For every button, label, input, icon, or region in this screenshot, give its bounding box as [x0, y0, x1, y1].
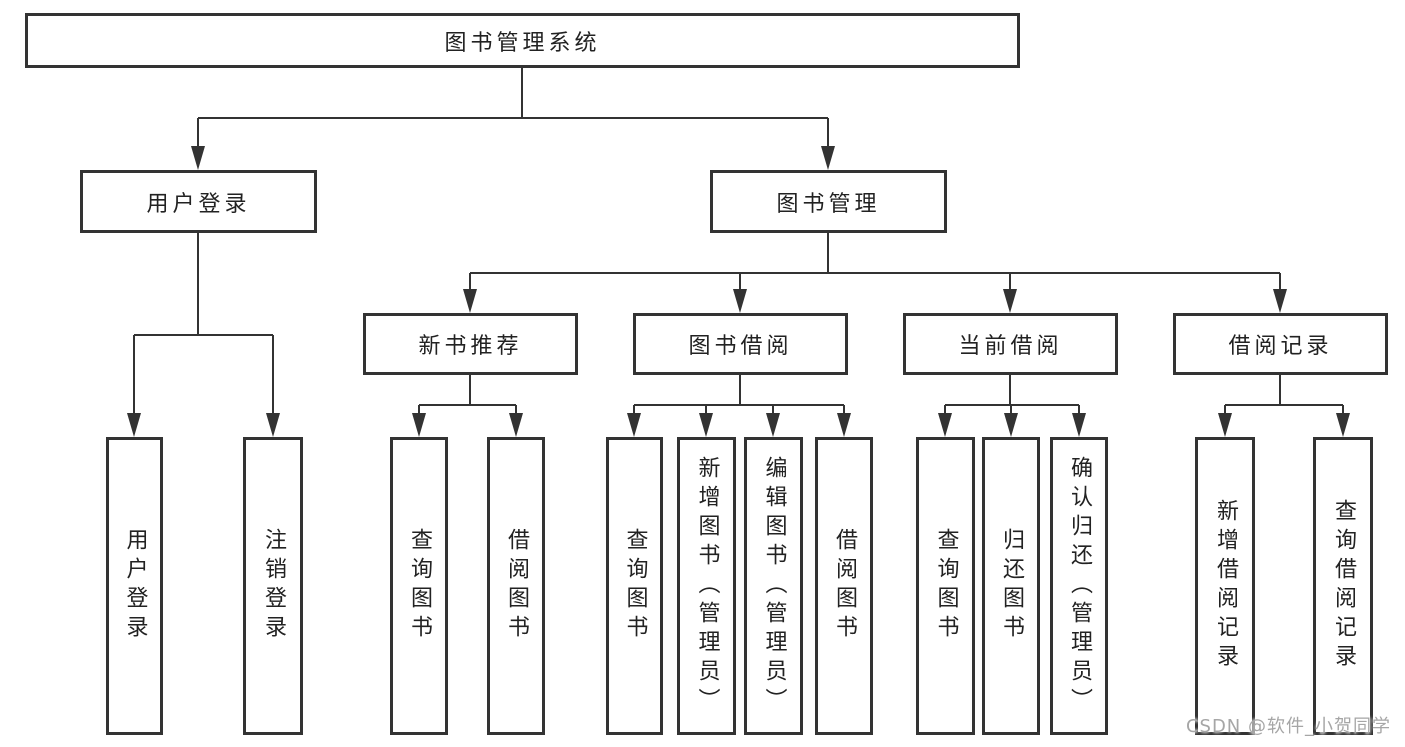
- leaf-label: 查询借阅记录: [1331, 499, 1356, 673]
- leaf-query-borrow-record: 查询借阅记录: [1313, 437, 1373, 735]
- node-current-borrowing: 当前借阅: [903, 313, 1118, 375]
- arrow-icon: [1003, 289, 1017, 313]
- arrow-icon: [1072, 413, 1086, 437]
- leaf-label: 借阅图书: [832, 528, 857, 644]
- leaf-label: 借阅图书: [504, 528, 529, 644]
- leaf-add-books-admin: 新增图书（管理员）: [677, 437, 736, 735]
- arrow-icon: [463, 289, 477, 313]
- leaf-query-books-newbook: 查询图书: [390, 437, 448, 735]
- arrow-icon: [127, 413, 141, 437]
- arrow-icon: [1004, 413, 1018, 437]
- arrow-icon: [766, 413, 780, 437]
- arrow-icon: [412, 413, 426, 437]
- leaf-borrow-books-borrowing: 借阅图书: [815, 437, 873, 735]
- arrow-icon: [1273, 289, 1287, 313]
- leaf-label: 新增借阅记录: [1213, 499, 1238, 673]
- arrow-icon: [938, 413, 952, 437]
- arrow-icon: [699, 413, 713, 437]
- leaf-label: 归还图书: [999, 528, 1024, 644]
- node-borrowing-records: 借阅记录: [1173, 313, 1388, 375]
- arrow-icon: [509, 413, 523, 437]
- leaf-label: 新增图书（管理员）: [694, 455, 720, 717]
- node-new-book-recommend: 新书推荐: [363, 313, 578, 375]
- leaf-label: 确认归还（管理员）: [1067, 455, 1092, 717]
- arrow-icon: [266, 413, 280, 437]
- edge-records-to-leaves: [1224, 375, 1344, 415]
- leaf-label: 编辑图书（管理员）: [761, 455, 787, 717]
- arrow-icon: [191, 146, 205, 170]
- arrow-icon: [1336, 413, 1350, 437]
- leaf-label: 查询图书: [407, 528, 432, 644]
- leaf-confirm-return-admin: 确认归还（管理员）: [1050, 437, 1108, 735]
- arrow-icon: [733, 289, 747, 313]
- edge-userlogin-to-leaves: [133, 233, 274, 415]
- edge-root-to-level2: [197, 68, 829, 147]
- leaf-label: 用户登录: [122, 528, 148, 644]
- leaf-query-books-current: 查询图书: [916, 437, 975, 735]
- node-user-login: 用户登录: [80, 170, 317, 233]
- node-book-management: 图书管理: [710, 170, 947, 233]
- arrow-icon: [821, 146, 835, 170]
- arrowheads: [127, 146, 1350, 437]
- leaf-label: 查询图书: [622, 528, 648, 644]
- leaf-query-books-borrowing: 查询图书: [606, 437, 663, 735]
- leaf-logout-login: 注销登录: [243, 437, 303, 735]
- arrow-icon: [1218, 413, 1232, 437]
- edge-bookmgmt-to-level3: [469, 233, 1281, 291]
- leaf-add-borrow-record: 新增借阅记录: [1195, 437, 1255, 735]
- arrow-icon: [627, 413, 641, 437]
- leaf-label: 查询图书: [933, 528, 959, 644]
- node-library-system: 图书管理系统: [25, 13, 1020, 68]
- leaf-label: 注销登录: [261, 528, 286, 644]
- node-book-borrowing: 图书借阅: [633, 313, 848, 375]
- leaf-return-books: 归还图书: [982, 437, 1040, 735]
- arrow-icon: [837, 413, 851, 437]
- edge-bookborrow-to-leaves: [633, 375, 845, 415]
- leaf-user-login: 用户登录: [106, 437, 163, 735]
- edge-newbook-to-leaves: [418, 375, 517, 415]
- leaf-edit-books-admin: 编辑图书（管理员）: [744, 437, 803, 735]
- edge-currentborrow-to-leaves: [944, 375, 1080, 415]
- csdn-watermark: CSDN @软件_小贺同学: [1185, 716, 1391, 737]
- leaf-borrow-books-newbook: 借阅图书: [487, 437, 545, 735]
